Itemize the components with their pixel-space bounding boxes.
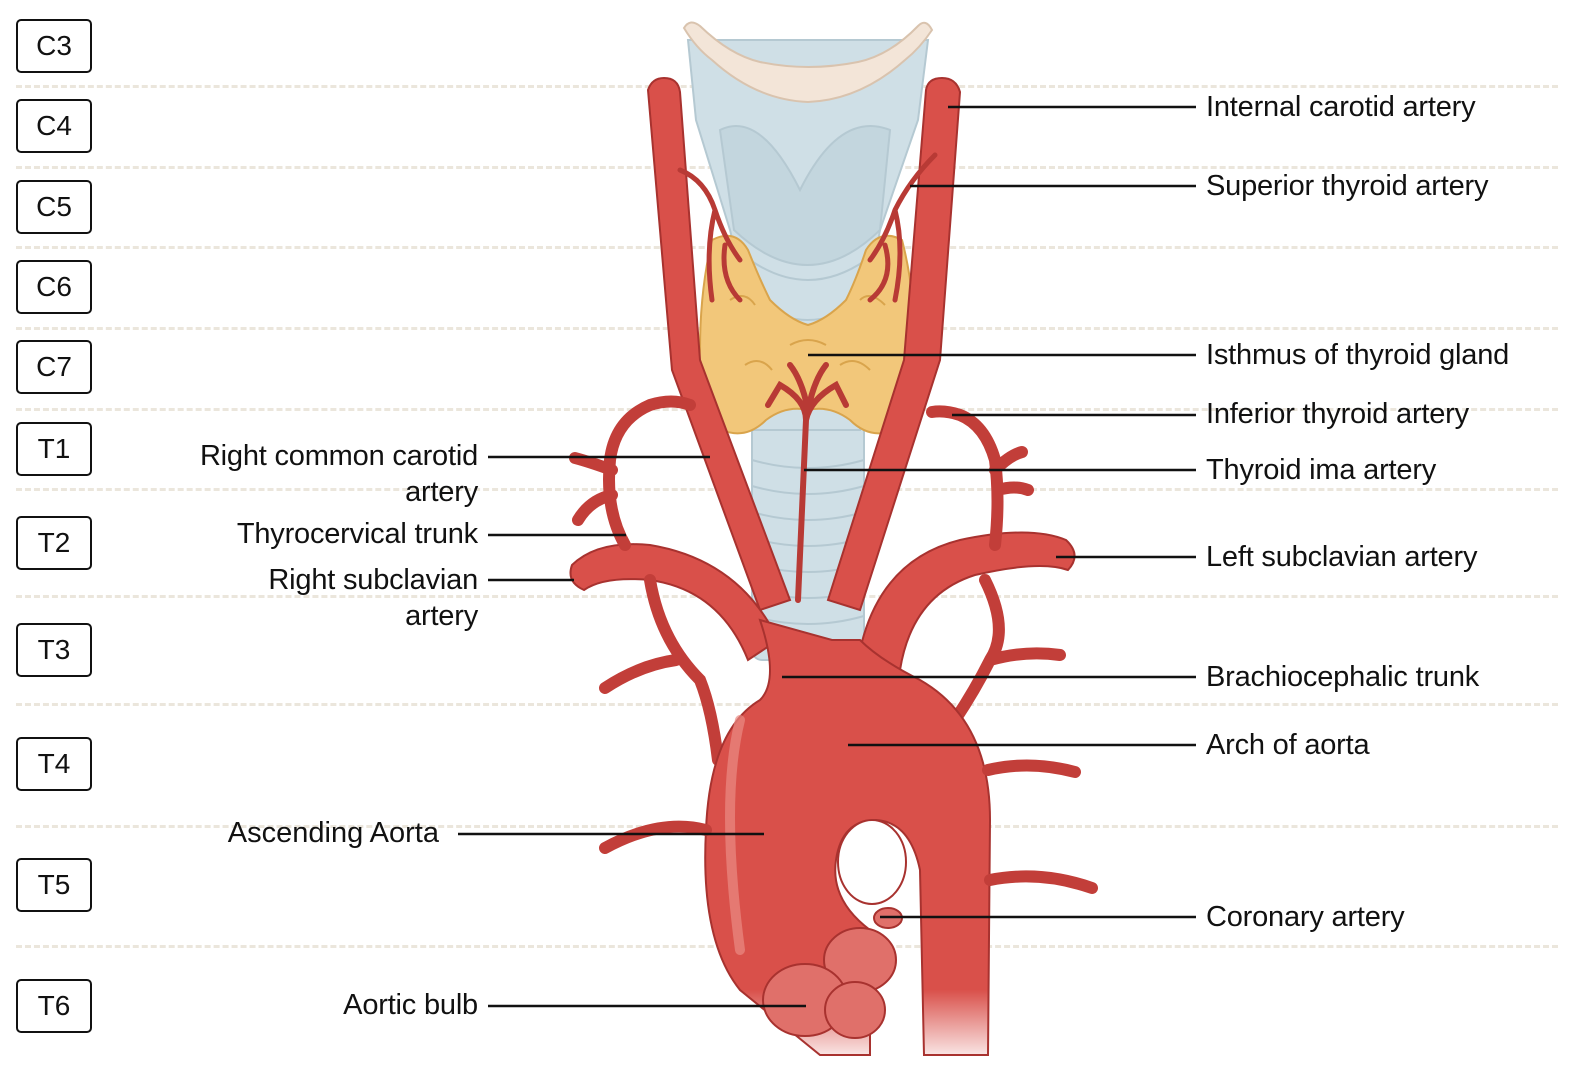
vertebra-c6-label: C6	[16, 260, 92, 314]
superior-thyroid-artery-label: Superior thyroid artery	[1206, 170, 1489, 202]
vertebra-t5-label: T5	[16, 858, 92, 912]
hyoid-bone	[682, 21, 934, 104]
left-thyrocervical-branches	[926, 405, 1066, 726]
thyroid-ima-artery-label: Thyroid ima artery	[1206, 454, 1437, 486]
right-subclavian-label-line2: artery	[405, 600, 478, 632]
vertebra-c3-label: C3	[16, 19, 92, 73]
vertebra-t2-label: T2	[16, 516, 92, 570]
aortic-bulb-label: Aortic bulb	[343, 989, 478, 1021]
right-subclavian-artery-label: Right subclavian artery	[268, 562, 478, 634]
vertebra-t6-label: T6	[16, 979, 92, 1033]
right-thyrocervical-branches	[569, 395, 724, 766]
inferior-thyroid-artery-label: Inferior thyroid artery	[1206, 398, 1469, 430]
brachiocephalic-trunk-label: Brachiocephalic trunk	[1206, 661, 1480, 693]
aorta	[704, 618, 992, 1056]
isthmus-of-thyroid-gland-label: Isthmus of thyroid gland	[1206, 339, 1510, 371]
right-common-carotid-label-line1: Right common carotid	[199, 440, 478, 472]
larynx	[686, 39, 930, 431]
common-carotid-arteries	[646, 76, 962, 612]
subclavian-arteries	[569, 531, 1076, 672]
thyrocervical-trunk-label: Thyrocervical trunk	[236, 518, 478, 550]
right-common-carotid-artery-label: Right common carotid artery	[200, 438, 478, 510]
intercostal-branches	[599, 759, 1098, 894]
vertebra-t3-label: T3	[16, 623, 92, 677]
vertebra-t1-label: T1	[16, 422, 92, 476]
arch-of-aorta-label: Arch of aorta	[1206, 729, 1370, 761]
superior-thyroid-arteries	[677, 152, 938, 303]
coronary-artery-label: Coronary artery	[1206, 901, 1405, 933]
vertebra-c4-label: C4	[16, 99, 92, 153]
ascending-aorta-label: Ascending Aorta	[227, 817, 439, 849]
right-subclavian-label-line1: Right subclavian	[268, 564, 478, 596]
internal-carotid-artery-label: Internal carotid artery	[1206, 91, 1476, 123]
vertebra-c5-label: C5	[16, 180, 92, 234]
left-subclavian-artery-label: Left subclavian artery	[1206, 541, 1478, 573]
aortic-bulb	[762, 907, 903, 1039]
vertebra-t4-label: T4	[16, 737, 92, 791]
vertebra-c7-label: C7	[16, 340, 92, 394]
right-common-carotid-label-line2: artery	[405, 476, 478, 508]
thyroid-ima-artery-shape	[765, 362, 849, 603]
